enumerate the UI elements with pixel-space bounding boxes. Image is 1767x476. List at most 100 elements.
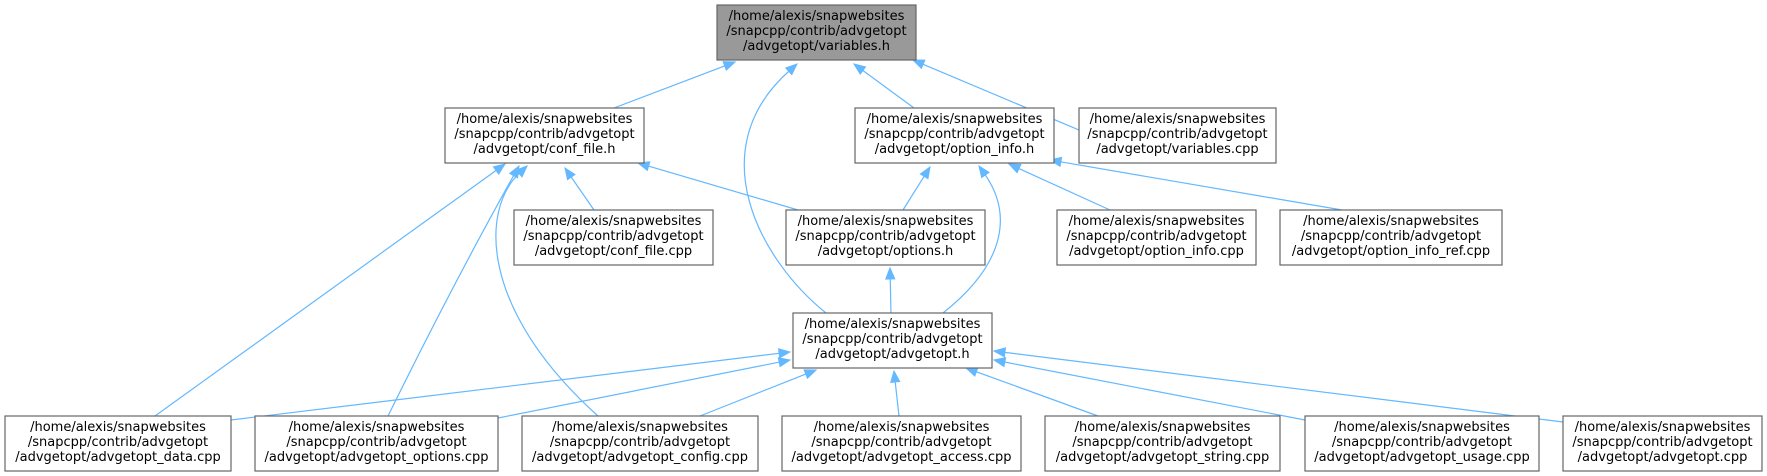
node-label-line-1: /home/alexis/snapwebsites <box>814 420 990 435</box>
node-label-line-3: /advgetopt/conf_file.h <box>474 142 616 157</box>
node-box <box>1304 415 1540 472</box>
node-label-line-1: /home/alexis/snapwebsites <box>805 317 981 332</box>
edge-line <box>894 380 900 417</box>
node-label-line-1: /home/alexis/snapwebsites <box>552 420 728 435</box>
arrowhead <box>784 63 798 76</box>
node-label-line-2: /snapcpp/contrib/advgetopt <box>1572 435 1752 450</box>
node-advgetopt-cpp[interactable]: /home/alexis/snapwebsites/snapcpp/contri… <box>1562 415 1763 472</box>
node-conf-file-h[interactable]: /home/alexis/snapwebsites/snapcpp/contri… <box>444 107 645 164</box>
node-conf-file-cpp[interactable]: /home/alexis/snapwebsites/snapcpp/contri… <box>513 209 714 266</box>
node-label-line-2: /snapcpp/contrib/advgetopt <box>1087 127 1267 142</box>
edge-option_info_cpp-to-option_info_h <box>1007 163 1111 211</box>
node-label-line-1: /home/alexis/snapwebsites <box>729 9 905 24</box>
edge-line <box>1059 161 1343 211</box>
node-label-line-2: /snapcpp/contrib/advgetopt <box>1301 229 1481 244</box>
edge-line <box>495 172 599 417</box>
edge-advgetopt_data_cpp-to-conf_file_h <box>154 163 507 417</box>
node-label-line-1: /home/alexis/snapwebsites <box>867 112 1043 127</box>
edge-conf_file_h-to-variables_h <box>613 61 737 109</box>
node-box <box>521 415 759 472</box>
node-box <box>792 312 993 369</box>
edge-advgetopt_h-to-options_h <box>885 266 896 314</box>
node-label-line-3: /advgetopt/advgetopt_access.cpp <box>792 450 1012 465</box>
edge-advgetopt_string_cpp-to-advgetopt_h <box>964 367 1099 417</box>
arrowhead <box>964 367 979 377</box>
node-label-line-2: /snapcpp/contrib/advgetopt <box>550 435 730 450</box>
node-label-line-3: /advgetopt/options.h <box>818 244 954 259</box>
node-label-line-3: /advgetopt/option_info.cpp <box>1069 244 1244 259</box>
node-advgetopt-access-cpp[interactable]: /home/alexis/snapwebsites/snapcpp/contri… <box>781 415 1022 472</box>
node-label-line-3: /advgetopt/variables.cpp <box>1096 142 1258 157</box>
arrowhead <box>992 347 1007 358</box>
node-label-line-2: /snapcpp/contrib/advgetopt <box>28 435 208 450</box>
edge-advgetopt_h-to-variables_h <box>743 63 827 314</box>
node-advgetopt-data-cpp[interactable]: /home/alexis/snapwebsites/snapcpp/contri… <box>4 415 232 472</box>
edge-options_h-to-conf_file_h <box>636 161 799 211</box>
edge-line <box>861 69 915 109</box>
arrowhead <box>803 369 818 380</box>
node-box <box>254 415 499 472</box>
node-option-info-h[interactable]: /home/alexis/snapwebsites/snapcpp/contri… <box>854 107 1055 164</box>
arrowhead <box>1007 163 1022 174</box>
edge-advgetopt_cpp-to-advgetopt_h <box>992 347 1564 423</box>
node-label-line-2: /snapcpp/contrib/advgetopt <box>1072 435 1252 450</box>
arrowhead <box>885 266 896 280</box>
arrowhead <box>564 166 576 181</box>
node-label-line-3: /advgetopt/option_info.h <box>875 142 1034 157</box>
node-label-line-2: /snapcpp/contrib/advgetopt <box>726 24 906 39</box>
edge-line <box>154 169 498 417</box>
node-box <box>785 209 986 266</box>
edge-line <box>613 64 726 109</box>
node-label-line-3: /advgetopt/variables.h <box>743 39 890 54</box>
node-box <box>1056 209 1257 266</box>
edge-line <box>497 361 781 419</box>
edge-line <box>699 373 807 417</box>
node-label-line-3: /advgetopt/advgetopt_data.cpp <box>15 450 220 465</box>
edge-advgetopt_config_cpp-to-advgetopt_h <box>699 369 818 417</box>
node-box <box>1044 415 1281 472</box>
arrowhead <box>492 163 507 175</box>
node-box <box>854 107 1055 164</box>
node-options-h[interactable]: /home/alexis/snapwebsites/snapcpp/contri… <box>785 209 986 266</box>
node-option-info-cpp[interactable]: /home/alexis/snapwebsites/snapcpp/contri… <box>1056 209 1257 266</box>
node-label-line-3: /advgetopt/conf_file.cpp <box>535 244 692 259</box>
node-label-line-3: /advgetopt/advgetopt_string.cpp <box>1056 450 1269 465</box>
arrowhead <box>777 348 792 359</box>
node-label-line-1: /home/alexis/snapwebsites <box>1090 112 1266 127</box>
node-label-line-3: /advgetopt/option_info_ref.cpp <box>1292 244 1490 259</box>
node-label-line-3: /advgetopt/advgetopt.h <box>815 347 969 362</box>
node-box <box>1279 209 1503 266</box>
node-box <box>4 415 232 472</box>
edge-advgetopt_options_cpp-to-conf_file_h <box>387 164 520 417</box>
node-label-line-1: /home/alexis/snapwebsites <box>289 420 465 435</box>
node-option-info-ref-cpp[interactable]: /home/alexis/snapwebsites/snapcpp/contri… <box>1279 209 1503 266</box>
node-label-line-2: /snapcpp/contrib/advgetopt <box>795 229 975 244</box>
node-box <box>444 107 645 164</box>
node-advgetopt-options-cpp[interactable]: /home/alexis/snapwebsites/snapcpp/contri… <box>254 415 499 472</box>
edge-line <box>230 352 781 421</box>
edge-line <box>902 175 926 211</box>
edge-options_h-to-option_info_h <box>902 165 931 211</box>
edge-line <box>1017 167 1111 211</box>
node-box <box>513 209 714 266</box>
node-advgetopt-usage-cpp[interactable]: /home/alexis/snapwebsites/snapcpp/contri… <box>1304 415 1540 472</box>
node-label-line-3: /advgetopt/advgetopt_options.cpp <box>264 450 488 465</box>
edge-advgetopt_access_cpp-to-advgetopt_h <box>890 369 901 417</box>
node-box <box>781 415 1022 472</box>
node-advgetopt-config-cpp[interactable]: /home/alexis/snapwebsites/snapcpp/contri… <box>521 415 759 472</box>
node-variables-h: /home/alexis/snapwebsites/snapcpp/contri… <box>716 4 917 61</box>
node-advgetopt-h[interactable]: /home/alexis/snapwebsites/snapcpp/contri… <box>792 312 993 369</box>
node-label-line-1: /home/alexis/snapwebsites <box>798 214 974 229</box>
edge-advgetopt_h-to-option_info_h <box>942 164 1001 314</box>
node-label-line-1: /home/alexis/snapwebsites <box>1303 214 1479 229</box>
edges-layer <box>154 59 1564 423</box>
node-variables-cpp[interactable]: /home/alexis/snapwebsites/snapcpp/contri… <box>1078 107 1277 164</box>
node-label-line-2: /snapcpp/contrib/advgetopt <box>864 127 1044 142</box>
edge-line <box>1003 361 1306 421</box>
edge-line <box>647 165 799 211</box>
node-label-line-1: /home/alexis/snapwebsites <box>1575 420 1751 435</box>
node-label-line-2: /snapcpp/contrib/advgetopt <box>811 435 991 450</box>
node-label-line-1: /home/alexis/snapwebsites <box>1075 420 1251 435</box>
node-label-line-3: /advgetopt/advgetopt_config.cpp <box>532 450 748 465</box>
node-advgetopt-string-cpp[interactable]: /home/alexis/snapwebsites/snapcpp/contri… <box>1044 415 1281 472</box>
